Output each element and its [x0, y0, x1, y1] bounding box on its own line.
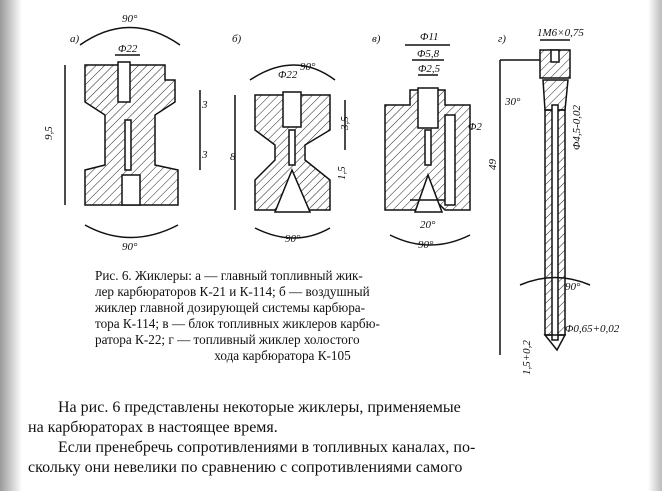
caption-line: лер карбюраторов К-21 и К-114; б — возду…: [95, 284, 370, 299]
caption-line: Рис. 6. Жиклеры: а — главный топливный ж…: [95, 268, 363, 283]
caption-line: ратора К-22; г — топливный жиклер холост…: [95, 332, 360, 347]
caption-line: тора К-114; в — блок топливных жиклеров …: [95, 316, 380, 331]
dim-label: 90°: [418, 239, 434, 251]
dim-label: Φ22: [278, 69, 298, 81]
dim-label: 30°: [504, 96, 521, 108]
dim-label: 49: [487, 159, 499, 171]
dim-label: Φ11: [420, 31, 439, 43]
dim-label: Φ22: [118, 43, 138, 55]
dim-label: Φ0,65+0,02: [565, 323, 620, 335]
dim-label: 20°: [420, 219, 436, 231]
panel-label-g: г): [498, 33, 506, 45]
panel-label-b: б): [232, 33, 242, 45]
jet-a-drawing: [64, 26, 201, 239]
body-line: На рис. 6 представлены некоторые жиклеры…: [58, 399, 461, 416]
panel-label-a: а): [70, 33, 80, 45]
page-edge-shadow-right: [648, 0, 662, 491]
dim-label: Φ2,5: [418, 63, 441, 75]
panel-label-v: в): [372, 33, 381, 45]
body-line: Если пренебречь сопротивлениями в топлив…: [58, 439, 476, 456]
dim-label: Φ5,8: [417, 48, 440, 60]
jet-v-drawing: [384, 44, 471, 246]
body-line: на карбюраторах в настоящее время.: [28, 419, 278, 436]
jet-g-drawing: [499, 39, 591, 355]
dim-label: 9,5: [43, 126, 55, 140]
dim-label: 3: [201, 99, 208, 111]
body-line: скольку они невелики по сравнению с сопр…: [28, 459, 463, 476]
caption-line: хода карбюратора К-105: [214, 348, 351, 363]
dim-label: 90°: [122, 241, 138, 253]
jet-b-drawing: [234, 64, 346, 239]
dim-label: 1,5: [336, 166, 348, 180]
dim-label: 3,5: [339, 116, 351, 131]
dim-label: 90°: [300, 61, 316, 73]
jet-drawings-figure: а) 90° Φ22 9,5 3 3 90° б) Φ22 90° 8 3,5 …: [43, 13, 620, 375]
dim-label: Φ2: [468, 121, 482, 133]
dim-label: 8: [230, 151, 236, 163]
figure-caption: Рис. 6. Жиклеры: а — главный топливный ж…: [95, 268, 470, 364]
dim-label: 90°: [565, 281, 581, 293]
dim-label: 90°: [122, 13, 138, 25]
dim-label: 3: [201, 149, 208, 161]
dim-label: Φ4,5-0,02: [571, 104, 583, 150]
body-text: На рис. 6 представлены некоторые жиклеры…: [28, 398, 660, 478]
dim-label: 1М6×0,75: [537, 27, 584, 39]
dim-label: 90°: [285, 233, 301, 245]
dim-label: 1,5+0,2: [521, 340, 533, 375]
page-edge-shadow-left: [0, 0, 22, 491]
caption-line: жиклер главной дозирующей системы карбюр…: [95, 300, 366, 315]
